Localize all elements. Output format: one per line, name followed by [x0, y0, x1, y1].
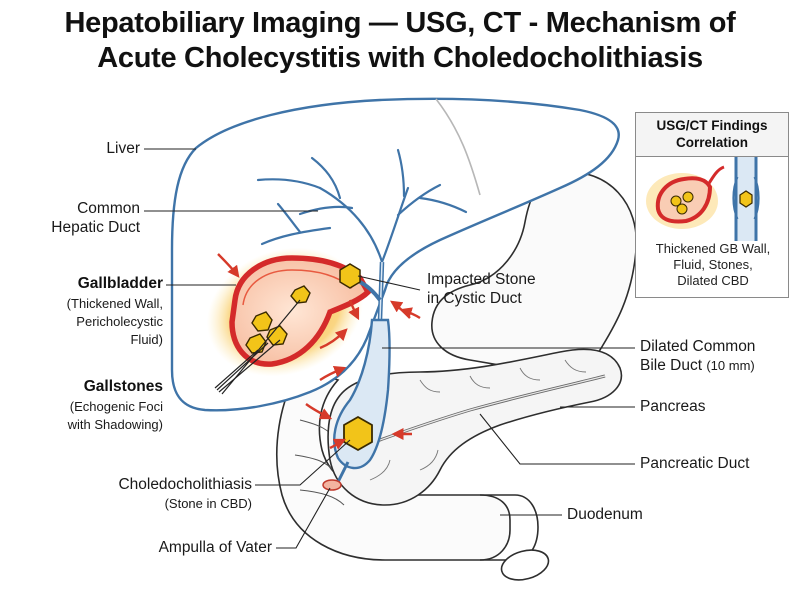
pancreas-lobule-3 — [519, 367, 541, 381]
impacted-stone — [339, 263, 361, 289]
cystic-duct — [359, 280, 382, 302]
leader-ampulla — [276, 487, 331, 549]
label-gallstones-desc-1: (Echogenic Foci — [69, 399, 163, 414]
flow-arrows — [217, 253, 421, 450]
pancreatic-duct-inner — [351, 375, 606, 451]
leader-impacted-stone — [357, 275, 421, 291]
findings-heading-line-1: USG/CT Findings — [656, 118, 768, 133]
leader-choledocholithiasis — [255, 439, 351, 486]
pancreas-lobule-2 — [469, 375, 491, 389]
findings-thumbnails — [646, 157, 760, 241]
acoustic-shadow-lines — [214, 299, 301, 395]
label-ampulla-of-vater: Ampulla of Vater — [158, 539, 272, 556]
arrow — [348, 299, 360, 321]
gallstone — [245, 333, 267, 354]
arrow — [390, 300, 411, 319]
gallstone — [266, 325, 288, 346]
findings-line-2: Fluid, Stones, — [673, 257, 753, 272]
duodenum-outline — [276, 367, 511, 561]
label-liver: Liver — [106, 140, 140, 157]
label-common-hepatic-duct-line-1: Common — [77, 200, 140, 217]
gallstone — [290, 285, 311, 304]
cbd-to-ampulla — [336, 461, 350, 483]
label-pancreas: Pancreas — [640, 398, 706, 415]
arrow — [329, 438, 347, 450]
label-choledocholithiasis: Choledocholithiasis — [118, 476, 252, 493]
findings-line-3: Dilated CBD — [677, 273, 749, 288]
pancreas-lobule-6 — [369, 459, 391, 481]
title-line-1: Hepatobiliary Imaging — USG, CT - Mechan… — [64, 7, 736, 39]
arrow — [217, 253, 240, 278]
arrow — [319, 328, 348, 350]
mini-gallbladder-icon — [646, 165, 725, 229]
arrow — [399, 307, 421, 320]
arrow — [319, 365, 347, 381]
label-gallbladder-desc-3: Fluid) — [130, 332, 163, 347]
findings-heading: USG/CT Findings Correlation — [636, 113, 788, 157]
pancreas-outline — [327, 348, 623, 506]
common-hepatic-duct-inner — [379, 261, 383, 321]
label-gallbladder-desc-1: (Thickened Wall, — [66, 296, 163, 311]
gallstone — [251, 311, 273, 332]
gallbladder-inner-wall — [242, 269, 353, 306]
leader-pancreatic-duct — [479, 413, 635, 465]
label-impacted-stone-line-1: Impacted Stone — [427, 271, 536, 288]
label-dilated-cbd-line-1: Dilated Common — [640, 338, 756, 355]
findings-correlation-box: USG/CT Findings Correlation — [635, 112, 789, 298]
pancreas-lobule-5 — [419, 449, 439, 471]
label-dilated-cbd-measure: (10 mm) — [706, 358, 755, 373]
title-line-2: Acute Cholecystitis with Choledocholithi… — [97, 42, 703, 74]
duodenum-tube-end — [500, 549, 550, 581]
ampulla-of-vater — [322, 479, 342, 491]
pancreas-lobule-4 — [564, 359, 587, 373]
liver-fissure — [435, 98, 481, 196]
intrahepatic-ducts — [256, 148, 468, 264]
mini-cbd-icon — [732, 157, 760, 241]
arrow — [305, 403, 333, 420]
label-dilated-cbd-text: Bile Duct — [640, 357, 703, 374]
pancreas-lobule-1 — [419, 379, 441, 393]
label-common-hepatic-duct-line-2: Hepatic Duct — [51, 219, 140, 236]
label-dilated-cbd-line-2: Bile Duct (10 mm) — [640, 357, 755, 375]
findings-heading-line-2: Correlation — [675, 135, 748, 150]
label-pancreatic-duct: Pancreatic Duct — [640, 455, 750, 472]
leader-lines — [144, 148, 635, 549]
label-impacted-stone-line-2: in Cystic Duct — [427, 290, 522, 307]
label-gallstones-desc-2: with Shadowing) — [67, 417, 163, 432]
cbd-stone — [343, 415, 373, 452]
gallstones-cluster — [245, 285, 311, 354]
label-gallbladder: Gallbladder — [77, 275, 163, 292]
label-gallbladder-desc-2: Pericholecystic — [76, 314, 163, 329]
findings-text: Thickened GB Wall, Fluid, Stones, Dilate… — [636, 241, 790, 289]
label-choledocholithiasis-desc: (Stone in CBD) — [164, 496, 252, 511]
findings-line-1: Thickened GB Wall, — [655, 241, 771, 256]
label-gallstones: Gallstones — [83, 378, 163, 395]
label-duodenum: Duodenum — [567, 506, 643, 523]
